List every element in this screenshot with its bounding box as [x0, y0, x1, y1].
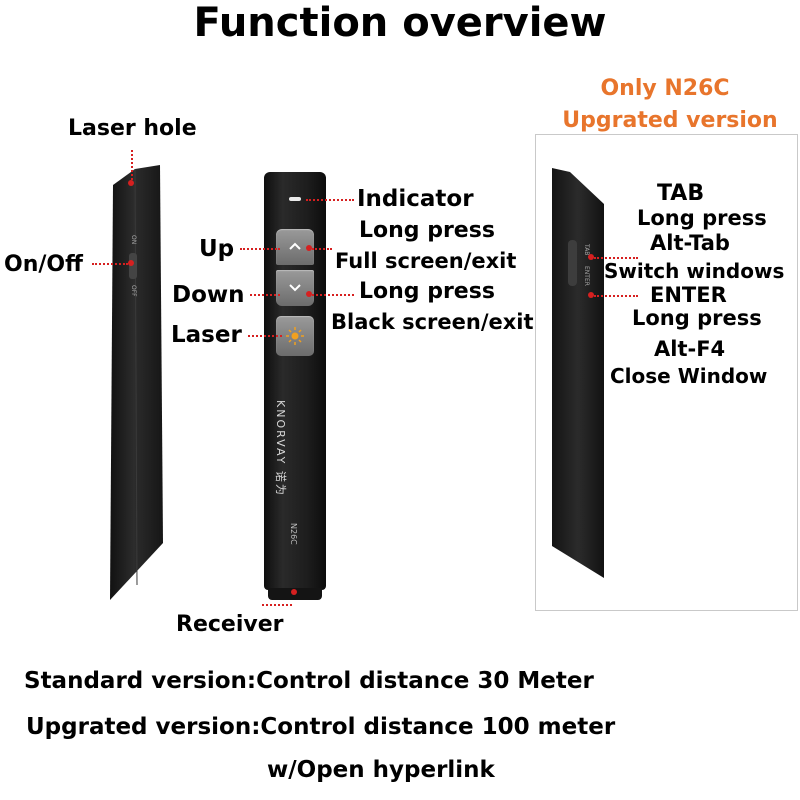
- up-long-press-label: Long press: [359, 218, 495, 243]
- enter-long-press-label: Long press: [632, 306, 762, 330]
- chevron-down-icon: [289, 284, 301, 292]
- down-long-press-label: Long press: [359, 279, 495, 304]
- indicator-led: [289, 197, 301, 201]
- model-text: N26C: [289, 523, 298, 545]
- tab-combo-label: Alt-Tab: [650, 231, 730, 255]
- laser-hole-marker: [128, 180, 134, 186]
- enter-leader: [594, 295, 638, 297]
- enter-label: ENTER: [650, 283, 727, 307]
- on-off-leader: [92, 263, 128, 265]
- on-off-label: On/Off: [4, 252, 83, 277]
- pointer-upgraded-side-view: TAB ENTER: [552, 168, 604, 578]
- receiver-label: Receiver: [176, 612, 284, 637]
- tab-marker: [588, 254, 594, 260]
- upgrade-note-version: Upgrated version: [562, 108, 778, 133]
- tab-leader: [594, 257, 638, 259]
- tab-label: TAB: [657, 181, 705, 206]
- receiver-leader: [262, 604, 292, 606]
- rocker-enter-label: ENTER: [583, 266, 590, 286]
- brand-text: KNORVAY 诺为: [274, 400, 287, 497]
- tab-enter-rocker: [568, 240, 577, 286]
- down-button[interactable]: [276, 270, 314, 306]
- laser-label: Laser: [171, 322, 242, 348]
- on-off-marker: [128, 260, 134, 266]
- power-switch: [129, 253, 137, 279]
- up-leader-left: [240, 248, 280, 250]
- up-leader-right: [312, 248, 332, 250]
- upgrade-note-model: Only N26C: [600, 76, 730, 101]
- laser-leader: [248, 335, 282, 337]
- down-label: Down: [172, 282, 245, 308]
- up-label: Up: [199, 236, 235, 262]
- standard-version-text: Standard version:Control distance 30 Met…: [24, 668, 594, 694]
- indicator-label: Indicator: [357, 186, 474, 212]
- enter-marker: [588, 292, 594, 298]
- pointer-side-view: ON OFF: [110, 165, 163, 600]
- hyperlink-text: w/Open hyperlink: [267, 757, 495, 783]
- chevron-up-icon: [289, 242, 301, 250]
- laser-hole-label: Laser hole: [68, 116, 197, 141]
- down-marker: [306, 291, 312, 297]
- up-marker: [306, 245, 312, 251]
- laser-hole-leader: [131, 150, 133, 180]
- upgraded-version-frame: [535, 134, 798, 611]
- tab-action-label: Switch windows: [604, 259, 785, 283]
- switch-off-label: OFF: [130, 285, 137, 297]
- enter-combo-label: Alt-F4: [654, 337, 726, 361]
- laser-sun-icon: [286, 327, 304, 345]
- receiver-marker: [291, 589, 297, 595]
- laser-button[interactable]: [276, 316, 314, 356]
- down-leader-left: [250, 294, 280, 296]
- page-title: Function overview: [193, 0, 607, 46]
- tab-long-press-label: Long press: [637, 206, 767, 230]
- rocker-tab-label: TAB: [583, 243, 590, 255]
- down-action-label: Black screen/exit: [331, 310, 534, 334]
- pointer-upgraded-body: [552, 168, 604, 578]
- indicator-leader: [306, 199, 354, 201]
- switch-on-label: ON: [130, 235, 137, 244]
- enter-action-label: Close Window: [610, 364, 768, 388]
- up-action-label: Full screen/exit: [335, 249, 517, 273]
- down-leader-right: [312, 294, 354, 296]
- upgraded-version-text: Upgrated version:Control distance 100 me…: [26, 714, 616, 740]
